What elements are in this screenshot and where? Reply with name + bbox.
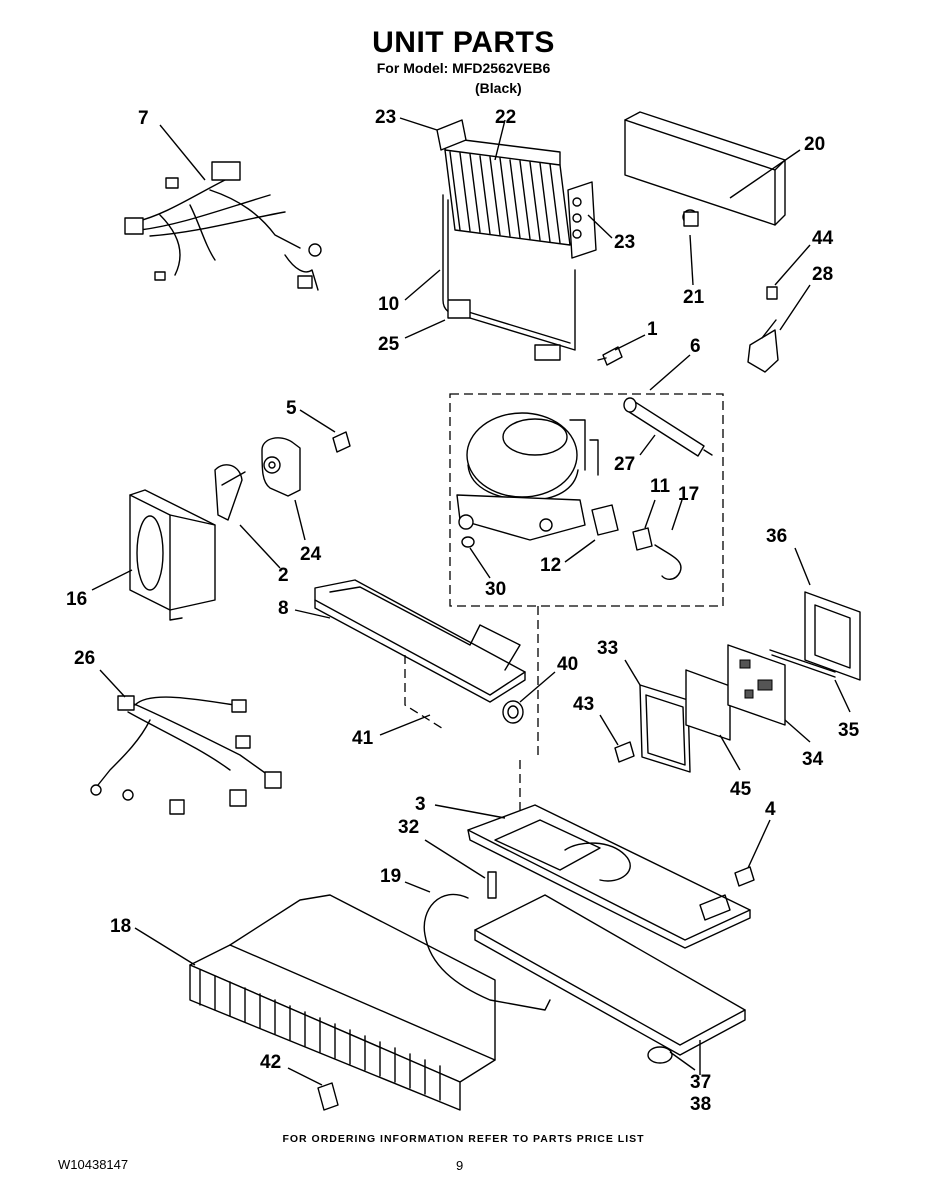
callout-34: 34 (802, 749, 824, 770)
screw-43 (614, 741, 635, 763)
callout-35: 35 (838, 720, 860, 741)
callout-11: 11 (650, 476, 671, 497)
callout-32: 32 (398, 817, 419, 838)
ordering-note: FOR ORDERING INFORMATION REFER TO PARTS … (282, 1133, 645, 1145)
callout-2: 2 (278, 565, 289, 586)
control-board (727, 644, 786, 726)
callout-17: 17 (678, 484, 699, 505)
callout-41: 41 (352, 728, 374, 749)
callout-7: 7 (138, 108, 149, 129)
callout-18: 18 (110, 916, 131, 937)
callout-37: 37 (690, 1072, 711, 1093)
condenser (189, 894, 496, 1111)
grommet-40 (502, 700, 524, 724)
callout-5: 5 (286, 398, 297, 419)
bracket (747, 286, 779, 373)
callout-10: 10 (378, 294, 399, 315)
callout-40: 40 (557, 654, 578, 675)
callout-25: 25 (378, 334, 400, 355)
leader-lines (91, 117, 851, 1086)
callout-24: 24 (300, 544, 322, 565)
model-subtitle: For Model: MFD2562VEB6 (376, 60, 551, 76)
callout-numbers: 7 23 22 20 23 21 10 25 44 28 1 6 5 27 11… (66, 107, 860, 1115)
callout-23-right: 23 (614, 232, 635, 253)
screw-32 (487, 871, 497, 899)
base-plate (467, 804, 751, 949)
callout-44: 44 (812, 228, 834, 249)
condenser-fan-motor (261, 437, 301, 497)
page-title: UNIT PARTS (372, 26, 555, 59)
control-housing (769, 591, 861, 681)
compressor (456, 412, 599, 541)
drain-pan (314, 579, 526, 703)
callout-3: 3 (415, 794, 426, 815)
wire-harness-upper (124, 161, 322, 291)
dashed-connector-41 (404, 655, 446, 731)
callout-28: 28 (812, 264, 833, 285)
dashed-connector-3 (519, 606, 539, 810)
page-number: 9 (456, 1158, 464, 1173)
callout-16: 16 (66, 589, 87, 610)
callout-19: 19 (380, 866, 401, 887)
callout-21: 21 (683, 287, 705, 308)
callout-27: 27 (614, 454, 635, 475)
color-variant: (Black) (475, 80, 522, 96)
callout-42: 42 (260, 1052, 281, 1073)
callout-26: 26 (74, 648, 95, 669)
callout-43: 43 (573, 694, 594, 715)
board-cover (685, 669, 731, 741)
condenser-bracket (317, 1082, 339, 1111)
callout-8: 8 (278, 598, 289, 619)
callout-30: 30 (485, 579, 506, 600)
screw-4 (734, 866, 755, 887)
fan-blade (214, 464, 246, 521)
callout-4: 4 (765, 799, 776, 820)
tube (423, 893, 551, 1011)
callout-22: 22 (495, 107, 516, 128)
callout-6: 6 (690, 336, 701, 357)
wire-harness-lower (90, 695, 282, 815)
callout-33: 33 (597, 638, 618, 659)
callout-20: 20 (804, 134, 825, 155)
callout-23-top: 23 (375, 107, 396, 128)
control-cover (639, 684, 691, 773)
callout-45: 45 (730, 779, 752, 800)
callout-36: 36 (766, 526, 787, 547)
screw-5 (332, 431, 351, 453)
document-id: W10438147 (58, 1157, 129, 1172)
callout-1: 1 (647, 319, 658, 340)
defrost-heater (442, 194, 576, 361)
relay-overload (591, 504, 682, 580)
filter-drier (623, 397, 713, 457)
base-cover (474, 894, 746, 1064)
callout-38: 38 (690, 1094, 711, 1115)
compressor-assembly-box (449, 393, 724, 607)
evaporator-cover (624, 111, 786, 227)
callout-12: 12 (540, 555, 561, 576)
grommet (461, 536, 475, 548)
evaporator-coil (436, 119, 597, 259)
fan-shroud (129, 489, 216, 621)
screw-1 (597, 346, 623, 366)
